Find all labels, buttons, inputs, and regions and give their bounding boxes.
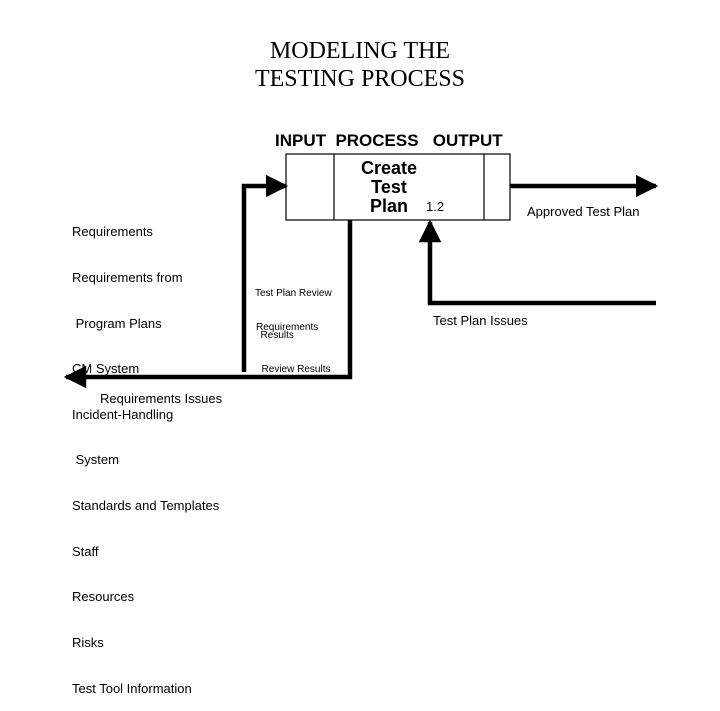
input-item: System (72, 452, 119, 468)
input-list: Requirements Requirements from Program P… (72, 194, 219, 711)
process-diagram (63, 153, 659, 389)
slide-title-line-2: TESTING PROCESS (254, 66, 466, 92)
input-item: Test Tool Information (72, 680, 192, 696)
requirements-issues-label: Requirements Issues (100, 391, 223, 406)
input-flow-arrow (241, 174, 289, 372)
input-item: Incident-Handling (72, 406, 174, 422)
input-item: Program Plans (72, 315, 162, 331)
feedback-line: Results (255, 330, 294, 341)
input-item: Standards and Templates (72, 498, 220, 514)
feedback-input-test-plan-review: Test Plan Review Results (255, 259, 332, 357)
column-headers: INPUT PROCESS OUTPUT (275, 131, 503, 150)
requirements-issues-arrow (63, 220, 353, 389)
feedback-line: Review Results (256, 364, 331, 375)
feedback-line: Test Plan Review (255, 288, 332, 299)
input-item: Requirements (72, 224, 153, 240)
test-plan-issues-label: Test Plan Issues (433, 313, 528, 328)
input-item: Requirements from (72, 270, 183, 286)
process-name-line-3: Plan (369, 196, 408, 216)
input-item: Risks (72, 634, 104, 650)
slide-title-line-1: MODELING THE (269, 38, 451, 64)
process-name-line-1: Create (360, 158, 418, 178)
process-name-line-2: Test (371, 177, 407, 197)
approved-test-plan-label: Approved Test Plan (527, 204, 640, 219)
feedback-input-requirements-review: Requirements Review Results (256, 293, 330, 391)
process-id: 1.2 (426, 199, 445, 214)
input-item: Resources (72, 589, 135, 605)
feedback-line: Requirements (256, 322, 319, 333)
process-name: Create Test Plan (334, 159, 444, 216)
test-plan-issues-arrow (418, 219, 656, 306)
input-item: CM System (72, 361, 140, 377)
input-item: Staff (72, 543, 99, 559)
